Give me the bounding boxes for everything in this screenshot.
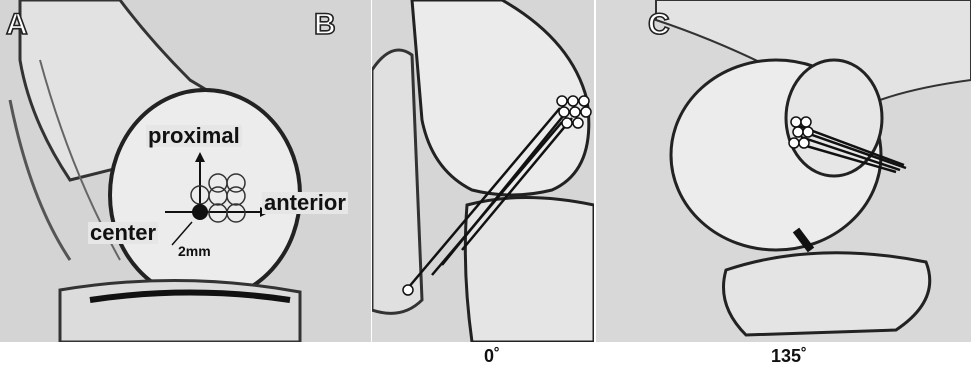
- knee-angle-label-c: 135˚: [771, 346, 807, 367]
- panel-letter-b: B: [314, 8, 336, 42]
- panel-a-illustration: [0, 0, 371, 342]
- center-point-marker: [192, 204, 208, 220]
- panel-letter-c: C: [648, 8, 670, 42]
- anterior-direction-label: anterior: [262, 192, 348, 214]
- panel-a-femur-lateral-view: A B proximal anterior center 2mm: [0, 0, 371, 342]
- tunnel-circles-flexion: [789, 117, 813, 148]
- panel-c-illustration: [596, 0, 971, 342]
- proximal-direction-label: proximal: [146, 125, 242, 147]
- knee-angle-label-b: 0˚: [484, 346, 500, 367]
- panel-b-illustration: [372, 0, 594, 342]
- panel-letter-a: A: [6, 8, 28, 42]
- panel-b-knee-extension-view: [372, 0, 594, 342]
- panel-c-knee-flexion-view: C: [596, 0, 971, 342]
- scale-label: 2mm: [176, 244, 213, 258]
- center-label: center: [88, 222, 158, 244]
